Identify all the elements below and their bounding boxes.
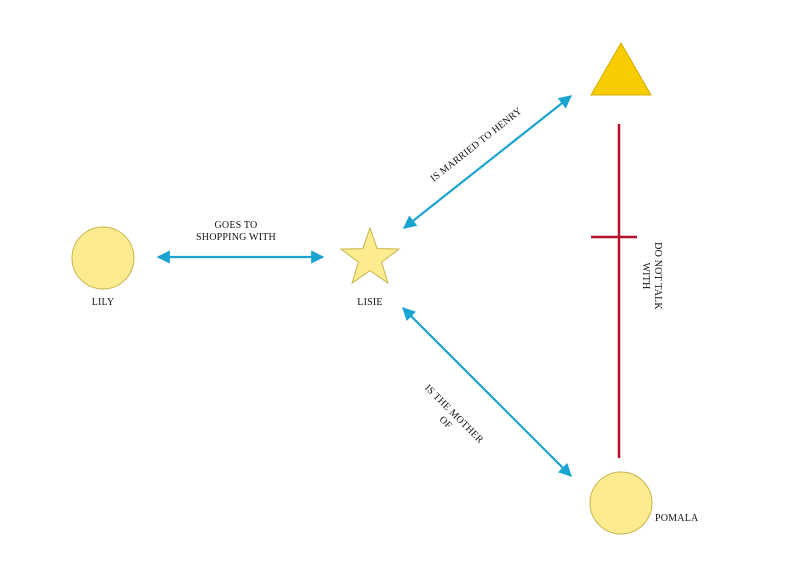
edge-lily-lisie-label-line2: SHOPPING WITH bbox=[196, 232, 276, 243]
edge-lily-lisie-label-line1: GOES TO bbox=[215, 220, 258, 231]
lisie-label: LISIE bbox=[357, 297, 382, 308]
conflict-label-line1: DO NOT TALK bbox=[652, 242, 663, 310]
lisie-node[interactable] bbox=[339, 226, 401, 285]
edge-lisie-henry bbox=[402, 95, 573, 229]
lily-node[interactable] bbox=[71, 226, 135, 290]
edge-lisie-pomala bbox=[402, 307, 572, 477]
edge-lisie-pomala-label: IS THE MOTHER OF bbox=[422, 383, 485, 446]
henry-node[interactable] bbox=[590, 41, 652, 96]
pomala-label: POMALA bbox=[655, 513, 699, 524]
pomala-node[interactable] bbox=[589, 471, 653, 535]
lily-label: LILY bbox=[92, 297, 115, 308]
conflict-label: DO NOT TALK WITH bbox=[640, 242, 663, 310]
edge-lisie-pomala-label-line1: IS THE MOTHER bbox=[422, 383, 485, 446]
conflict-label-line2: WITH bbox=[640, 263, 651, 290]
